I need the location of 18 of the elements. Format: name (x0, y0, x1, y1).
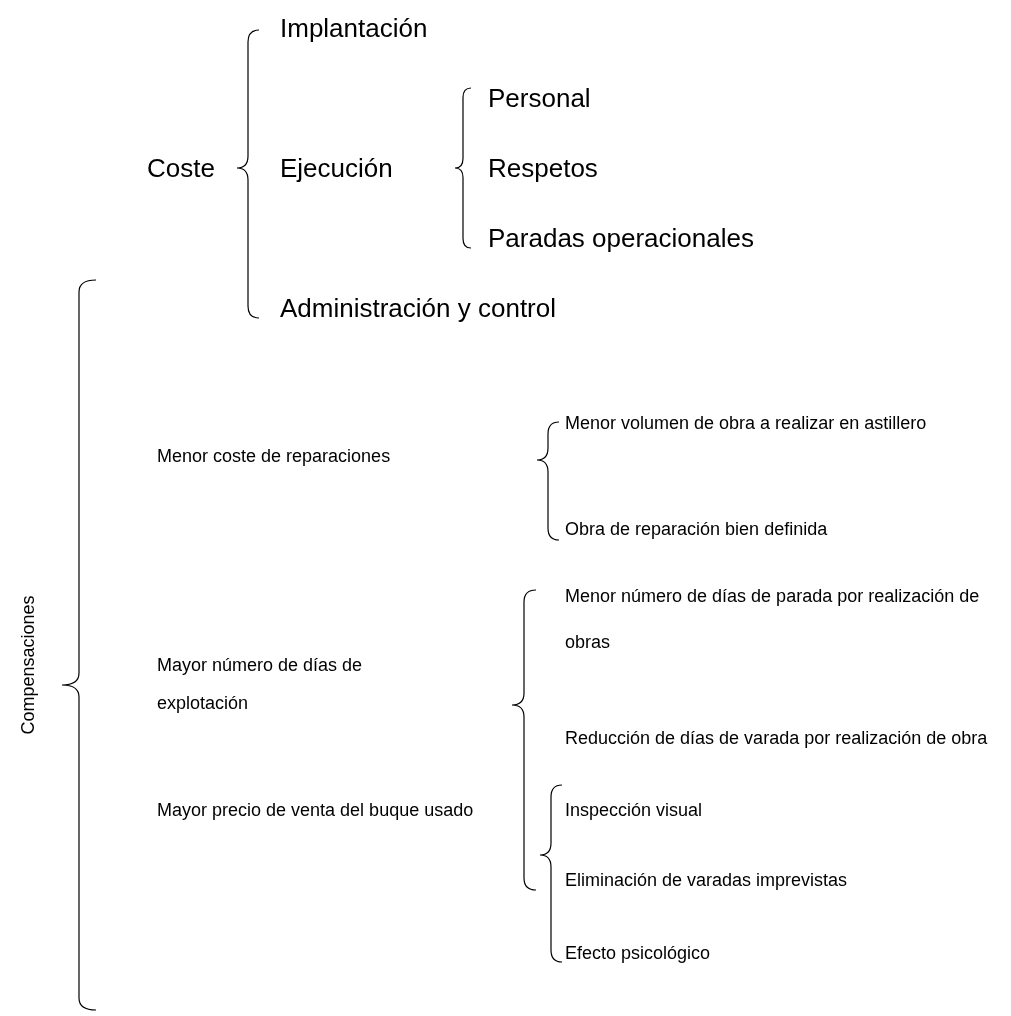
text-label: Coste (147, 152, 216, 185)
text-label: Menor número de días de parada por realización de obras (565, 585, 981, 654)
text-label: Mayor precio de venta del buque usado (157, 799, 475, 822)
text-label: Respetos (488, 152, 599, 185)
text-label: Menor volumen de obra a realizar en astillero (565, 412, 928, 435)
text-label: Personal (488, 82, 592, 115)
text-label: Eliminación de varadas imprevistas (565, 869, 849, 892)
text-label: Mayor número de días de explotación (157, 654, 364, 715)
text-label: Obra de reparación bien definida (565, 518, 829, 541)
text-label: Reducción de días de varada por realización de obra (565, 727, 989, 750)
text-label: Efecto psicológico (565, 942, 712, 965)
vertical-label: Compensaciones (17, 595, 39, 735)
text-label: Inspección visual (565, 799, 704, 822)
text-label: Ejecución (280, 152, 394, 185)
text-label: Menor coste de reparaciones (157, 445, 392, 468)
text-label: Paradas operacionales (488, 222, 755, 255)
text-label: Administración y control (280, 292, 557, 325)
text-label: Implantación (280, 12, 429, 45)
